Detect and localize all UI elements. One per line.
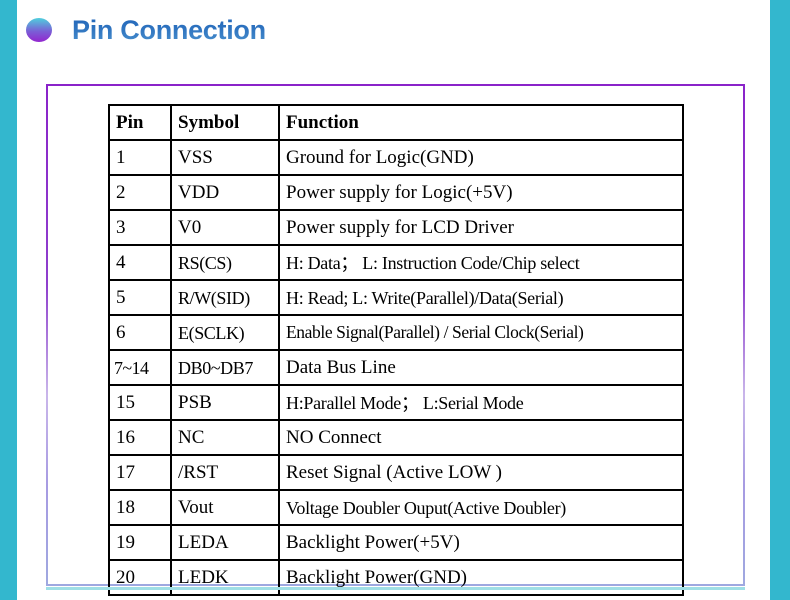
cell-function: NO Connect bbox=[278, 419, 684, 456]
table-row: 17 /RST Reset Signal (Active LOW ) bbox=[108, 454, 684, 491]
table-row: 4 RS(CS) H: Data； L: Instruction Code/Ch… bbox=[108, 244, 684, 281]
cell-pin: 3 bbox=[108, 209, 172, 246]
table-row: 3 V0 Power supply for LCD Driver bbox=[108, 209, 684, 246]
cell-function: Enable Signal(Parallel) / Serial Clock(S… bbox=[278, 314, 684, 351]
cell-function: Power supply for Logic(+5V) bbox=[278, 174, 684, 211]
table-row: 5 R/W(SID) H: Read; L: Write(Parallel)/D… bbox=[108, 279, 684, 316]
panel-border-right bbox=[743, 84, 745, 586]
left-accent-band bbox=[0, 0, 17, 600]
cell-symbol: RS(CS) bbox=[170, 244, 280, 281]
table-row: 6 E(SCLK) Enable Signal(Parallel) / Seri… bbox=[108, 314, 684, 351]
cell-pin: 7~14 bbox=[108, 349, 172, 386]
cell-pin: 15 bbox=[108, 384, 172, 421]
cell-function: Power supply for LCD Driver bbox=[278, 209, 684, 246]
panel-underline bbox=[46, 587, 745, 590]
cell-pin: 5 bbox=[108, 279, 172, 316]
cell-function: Backlight Power(+5V) bbox=[278, 524, 684, 561]
table-row: 1 VSS Ground for Logic(GND) bbox=[108, 139, 684, 176]
cell-symbol: NC bbox=[170, 419, 280, 456]
cell-pin: 18 bbox=[108, 489, 172, 526]
table-row: 7~14 DB0~DB7 Data Bus Line bbox=[108, 349, 684, 386]
cell-symbol: VSS bbox=[170, 139, 280, 176]
cell-symbol: Vout bbox=[170, 489, 280, 526]
cell-function: Data Bus Line bbox=[278, 349, 684, 386]
gradient-bullet-icon bbox=[26, 18, 52, 42]
cell-function: Voltage Doubler Ouput(Active Doubler) bbox=[278, 489, 684, 526]
cell-symbol: /RST bbox=[170, 454, 280, 491]
pin-connection-table: Pin Symbol Function 1 VSS Ground for Log… bbox=[108, 104, 684, 596]
table-header-row: Pin Symbol Function bbox=[108, 104, 684, 141]
table-row: 18 Vout Voltage Doubler Ouput(Active Dou… bbox=[108, 489, 684, 526]
cell-symbol: LEDA bbox=[170, 524, 280, 561]
content-panel: Pin Symbol Function 1 VSS Ground for Log… bbox=[46, 84, 745, 596]
panel-border-top bbox=[46, 84, 745, 86]
cell-pin: 17 bbox=[108, 454, 172, 491]
cell-pin: 16 bbox=[108, 419, 172, 456]
column-header-symbol: Symbol bbox=[170, 104, 280, 141]
cell-pin: 19 bbox=[108, 524, 172, 561]
page-header: Pin Connection bbox=[26, 6, 266, 54]
cell-symbol: VDD bbox=[170, 174, 280, 211]
panel-border-left bbox=[46, 84, 48, 586]
table-row: 19 LEDA Backlight Power(+5V) bbox=[108, 524, 684, 561]
cell-pin: 2 bbox=[108, 174, 172, 211]
cell-function: H:Parallel Mode； L:Serial Mode bbox=[278, 384, 684, 421]
page-title: Pin Connection bbox=[72, 14, 266, 45]
cell-symbol: R/W(SID) bbox=[170, 279, 280, 316]
cell-symbol: V0 bbox=[170, 209, 280, 246]
cell-symbol: E(SCLK) bbox=[170, 314, 280, 351]
right-accent-band bbox=[770, 0, 790, 600]
column-header-pin: Pin bbox=[108, 104, 172, 141]
cell-pin: 1 bbox=[108, 139, 172, 176]
cell-function: H: Read; L: Write(Parallel)/Data(Serial) bbox=[278, 279, 684, 316]
table-row: 2 VDD Power supply for Logic(+5V) bbox=[108, 174, 684, 211]
cell-symbol: DB0~DB7 bbox=[170, 349, 280, 386]
cell-function: Ground for Logic(GND) bbox=[278, 139, 684, 176]
cell-function: H: Data； L: Instruction Code/Chip select bbox=[278, 244, 684, 281]
cell-pin: 6 bbox=[108, 314, 172, 351]
table-row: 16 NC NO Connect bbox=[108, 419, 684, 456]
cell-symbol: PSB bbox=[170, 384, 280, 421]
cell-pin: 4 bbox=[108, 244, 172, 281]
column-header-function: Function bbox=[278, 104, 684, 141]
cell-function: Reset Signal (Active LOW ) bbox=[278, 454, 684, 491]
table-row: 15 PSB H:Parallel Mode； L:Serial Mode bbox=[108, 384, 684, 421]
